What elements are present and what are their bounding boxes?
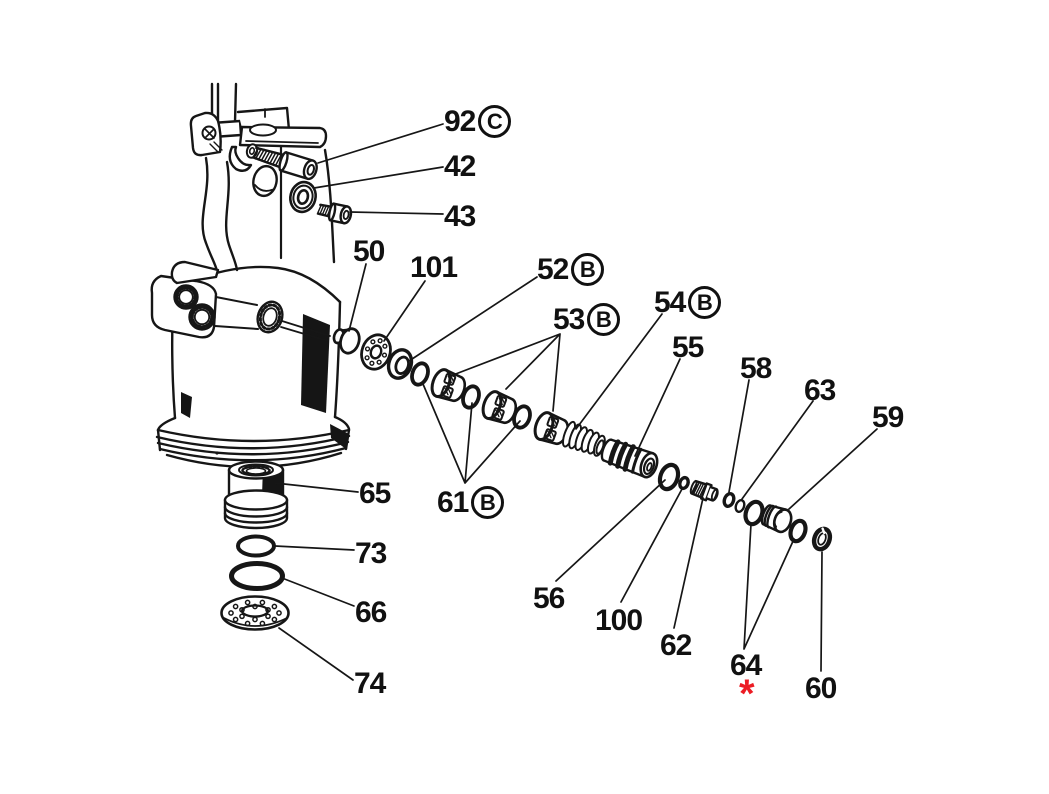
o-ring-61b xyxy=(461,384,481,410)
part-label-73: 73 xyxy=(355,537,387,570)
part-label-59: 59 xyxy=(872,401,904,434)
o-ring-56 xyxy=(657,462,681,492)
red-asterisk: * xyxy=(739,672,755,716)
part-label-74: 74 xyxy=(354,667,386,700)
part-number: 52 xyxy=(537,253,569,286)
bearing-cage-53c xyxy=(533,411,570,446)
part-label-42: 42 xyxy=(444,150,476,183)
part-number: 92 xyxy=(444,105,476,138)
part-number: 55 xyxy=(672,331,704,364)
part-number: 63 xyxy=(804,374,836,407)
circled-letter-B: B xyxy=(688,286,722,319)
part-label-60: 60 xyxy=(805,672,837,705)
drilled-plate-101 xyxy=(360,333,392,371)
part-number: 62 xyxy=(660,629,692,662)
part-label-101: 101 xyxy=(410,251,458,284)
part-number: 73 xyxy=(355,537,387,570)
part-number: 64 xyxy=(730,649,762,682)
bearing-cage-53a xyxy=(430,368,467,403)
part-label-43: 43 xyxy=(444,200,476,233)
part-label-56: 56 xyxy=(533,582,565,615)
bracket-arm xyxy=(238,123,328,149)
o-ring-64a xyxy=(743,499,765,527)
small-ring-58 xyxy=(722,492,736,508)
part-label-58: 58 xyxy=(740,352,772,385)
leader-lines xyxy=(274,123,878,681)
part-number: 43 xyxy=(444,200,476,233)
part-label-66: 66 xyxy=(355,596,387,629)
circled-letter-B: B xyxy=(587,303,621,336)
o-ring-64b xyxy=(788,518,808,544)
part-label-54: 54 B xyxy=(654,286,722,319)
o-ring-61a xyxy=(410,361,430,387)
plug-cap-50 xyxy=(332,327,361,355)
bearing-cage-53b xyxy=(481,390,518,425)
seal-ring-52 xyxy=(386,348,414,380)
part-number: 66 xyxy=(355,596,387,629)
piston-plug-59 xyxy=(760,504,793,534)
circled-letter-B: B xyxy=(471,486,505,519)
part-label-63: 63 xyxy=(804,374,836,407)
socket-screw-43 xyxy=(316,202,353,225)
cup-seal-60 xyxy=(811,526,833,552)
part-number: 61 xyxy=(437,486,469,519)
washer-42 xyxy=(289,180,317,214)
part-number: 59 xyxy=(872,401,904,434)
part-number: 50 xyxy=(353,235,385,268)
oval-hole xyxy=(252,164,278,198)
part-label-65: 65 xyxy=(359,477,391,510)
part-label-61: 61 B xyxy=(437,486,505,519)
threaded-port-left-1 xyxy=(173,284,199,310)
part-number: 54 xyxy=(654,286,686,319)
circled-letter-B: B xyxy=(571,253,605,286)
socket-head-cap-screw-92 xyxy=(251,146,318,181)
o-ring-73 xyxy=(236,534,276,558)
circled-letter-C: C xyxy=(478,105,512,138)
part-label-50: 50 xyxy=(353,235,385,268)
part-number: 65 xyxy=(359,477,391,510)
threaded-port-right xyxy=(256,300,284,334)
part-number: 53 xyxy=(553,303,585,336)
pump-body xyxy=(150,82,351,469)
threaded-port-left-2 xyxy=(188,303,216,331)
part-number: 74 xyxy=(354,667,386,700)
part-label-55: 55 xyxy=(672,331,704,364)
part-label-100: 100 xyxy=(595,604,643,637)
part-label-92: 92 C xyxy=(444,105,512,138)
part-number: 56 xyxy=(533,582,565,615)
part-number: 42 xyxy=(444,150,476,183)
part-label-52: 52 B xyxy=(537,253,605,286)
part-label-53: 53 B xyxy=(553,303,621,336)
part-number: 58 xyxy=(740,352,772,385)
left-flange xyxy=(189,111,223,157)
part-number: 101 xyxy=(410,251,458,284)
part-number: 60 xyxy=(805,672,837,705)
o-ring-66 xyxy=(229,561,285,591)
part-number: 100 xyxy=(595,604,643,637)
perforated-disc-74 xyxy=(220,595,290,631)
part-label-64: 64 xyxy=(730,649,762,682)
threaded-fitting-62 xyxy=(689,479,719,502)
part-label-62: 62 xyxy=(660,629,692,662)
small-ring-100 xyxy=(678,475,690,491)
threaded-bushing-65 xyxy=(223,460,289,530)
small-ring-63 xyxy=(734,498,746,514)
o-ring-61c xyxy=(512,404,532,430)
valve-spool-55 xyxy=(600,438,659,479)
